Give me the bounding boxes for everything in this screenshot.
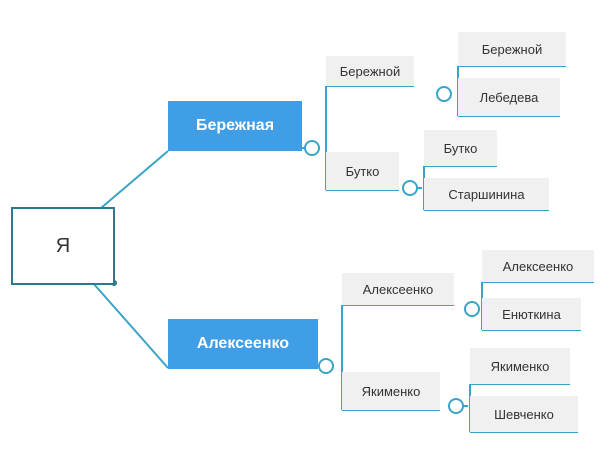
leaf-starshinina[interactable]: Старшинина xyxy=(424,178,549,210)
expand-toggle-bereznaya xyxy=(304,140,320,156)
leaf-label: Старшинина xyxy=(448,186,525,202)
topic-alekseenko[interactable]: Алексеенко xyxy=(168,319,318,369)
leaf-butko[interactable]: Бутко xyxy=(424,130,497,166)
expand-toggle-alekseenko-2 xyxy=(464,301,480,317)
leaf-label: Алексеенко xyxy=(502,258,574,274)
leaf-label: Енюткина xyxy=(502,306,561,322)
leaf-alekseenko[interactable]: Алексеенко xyxy=(482,250,594,282)
topic-bereznaya[interactable]: Бережная xyxy=(168,101,302,151)
subtopic-label: Бережной xyxy=(339,63,401,79)
root-node-label: Я xyxy=(55,234,71,257)
root-node[interactable]: Я xyxy=(11,207,115,285)
expand-toggle-yakimenko xyxy=(448,398,464,414)
leaf-shevchenko[interactable]: Шевченко xyxy=(470,396,578,432)
subtopic-label: Бутко xyxy=(345,163,380,179)
connector-root-branch1 xyxy=(100,150,169,209)
topic-label: Алексеенко xyxy=(196,335,290,352)
subtopic-label: Алексеенко xyxy=(362,281,434,297)
expand-toggle-bereznoy xyxy=(436,86,452,102)
subtopic-label: Якименко xyxy=(361,383,421,399)
expand-toggle-alekseenko xyxy=(318,358,334,374)
leaf-label: Бутко xyxy=(443,140,478,156)
leaf-label: Лебедева xyxy=(479,89,539,105)
topic-label: Бережная xyxy=(195,117,275,134)
leaf-bereznoy[interactable]: Бережной xyxy=(458,32,566,66)
subtopic-butko[interactable]: Бутко xyxy=(326,152,399,190)
leaf-label: Бережной xyxy=(481,41,543,57)
subtopic-yakimenko[interactable]: Якименко xyxy=(342,372,440,410)
leaf-label: Шевченко xyxy=(494,406,554,422)
expand-toggle-butko xyxy=(402,180,418,196)
subtopic-alekseenko[interactable]: Алексеенко xyxy=(342,273,454,305)
leaf-enyutkina[interactable]: Енюткина xyxy=(482,298,581,330)
leaf-lebedeva[interactable]: Лебедева xyxy=(458,78,560,116)
connector-root-branch2 xyxy=(92,282,169,369)
subtopic-bereznoy[interactable]: Бережной xyxy=(326,56,414,86)
leaf-yakimenko[interactable]: Якименко xyxy=(470,348,570,384)
leaf-label: Якименко xyxy=(490,358,550,374)
